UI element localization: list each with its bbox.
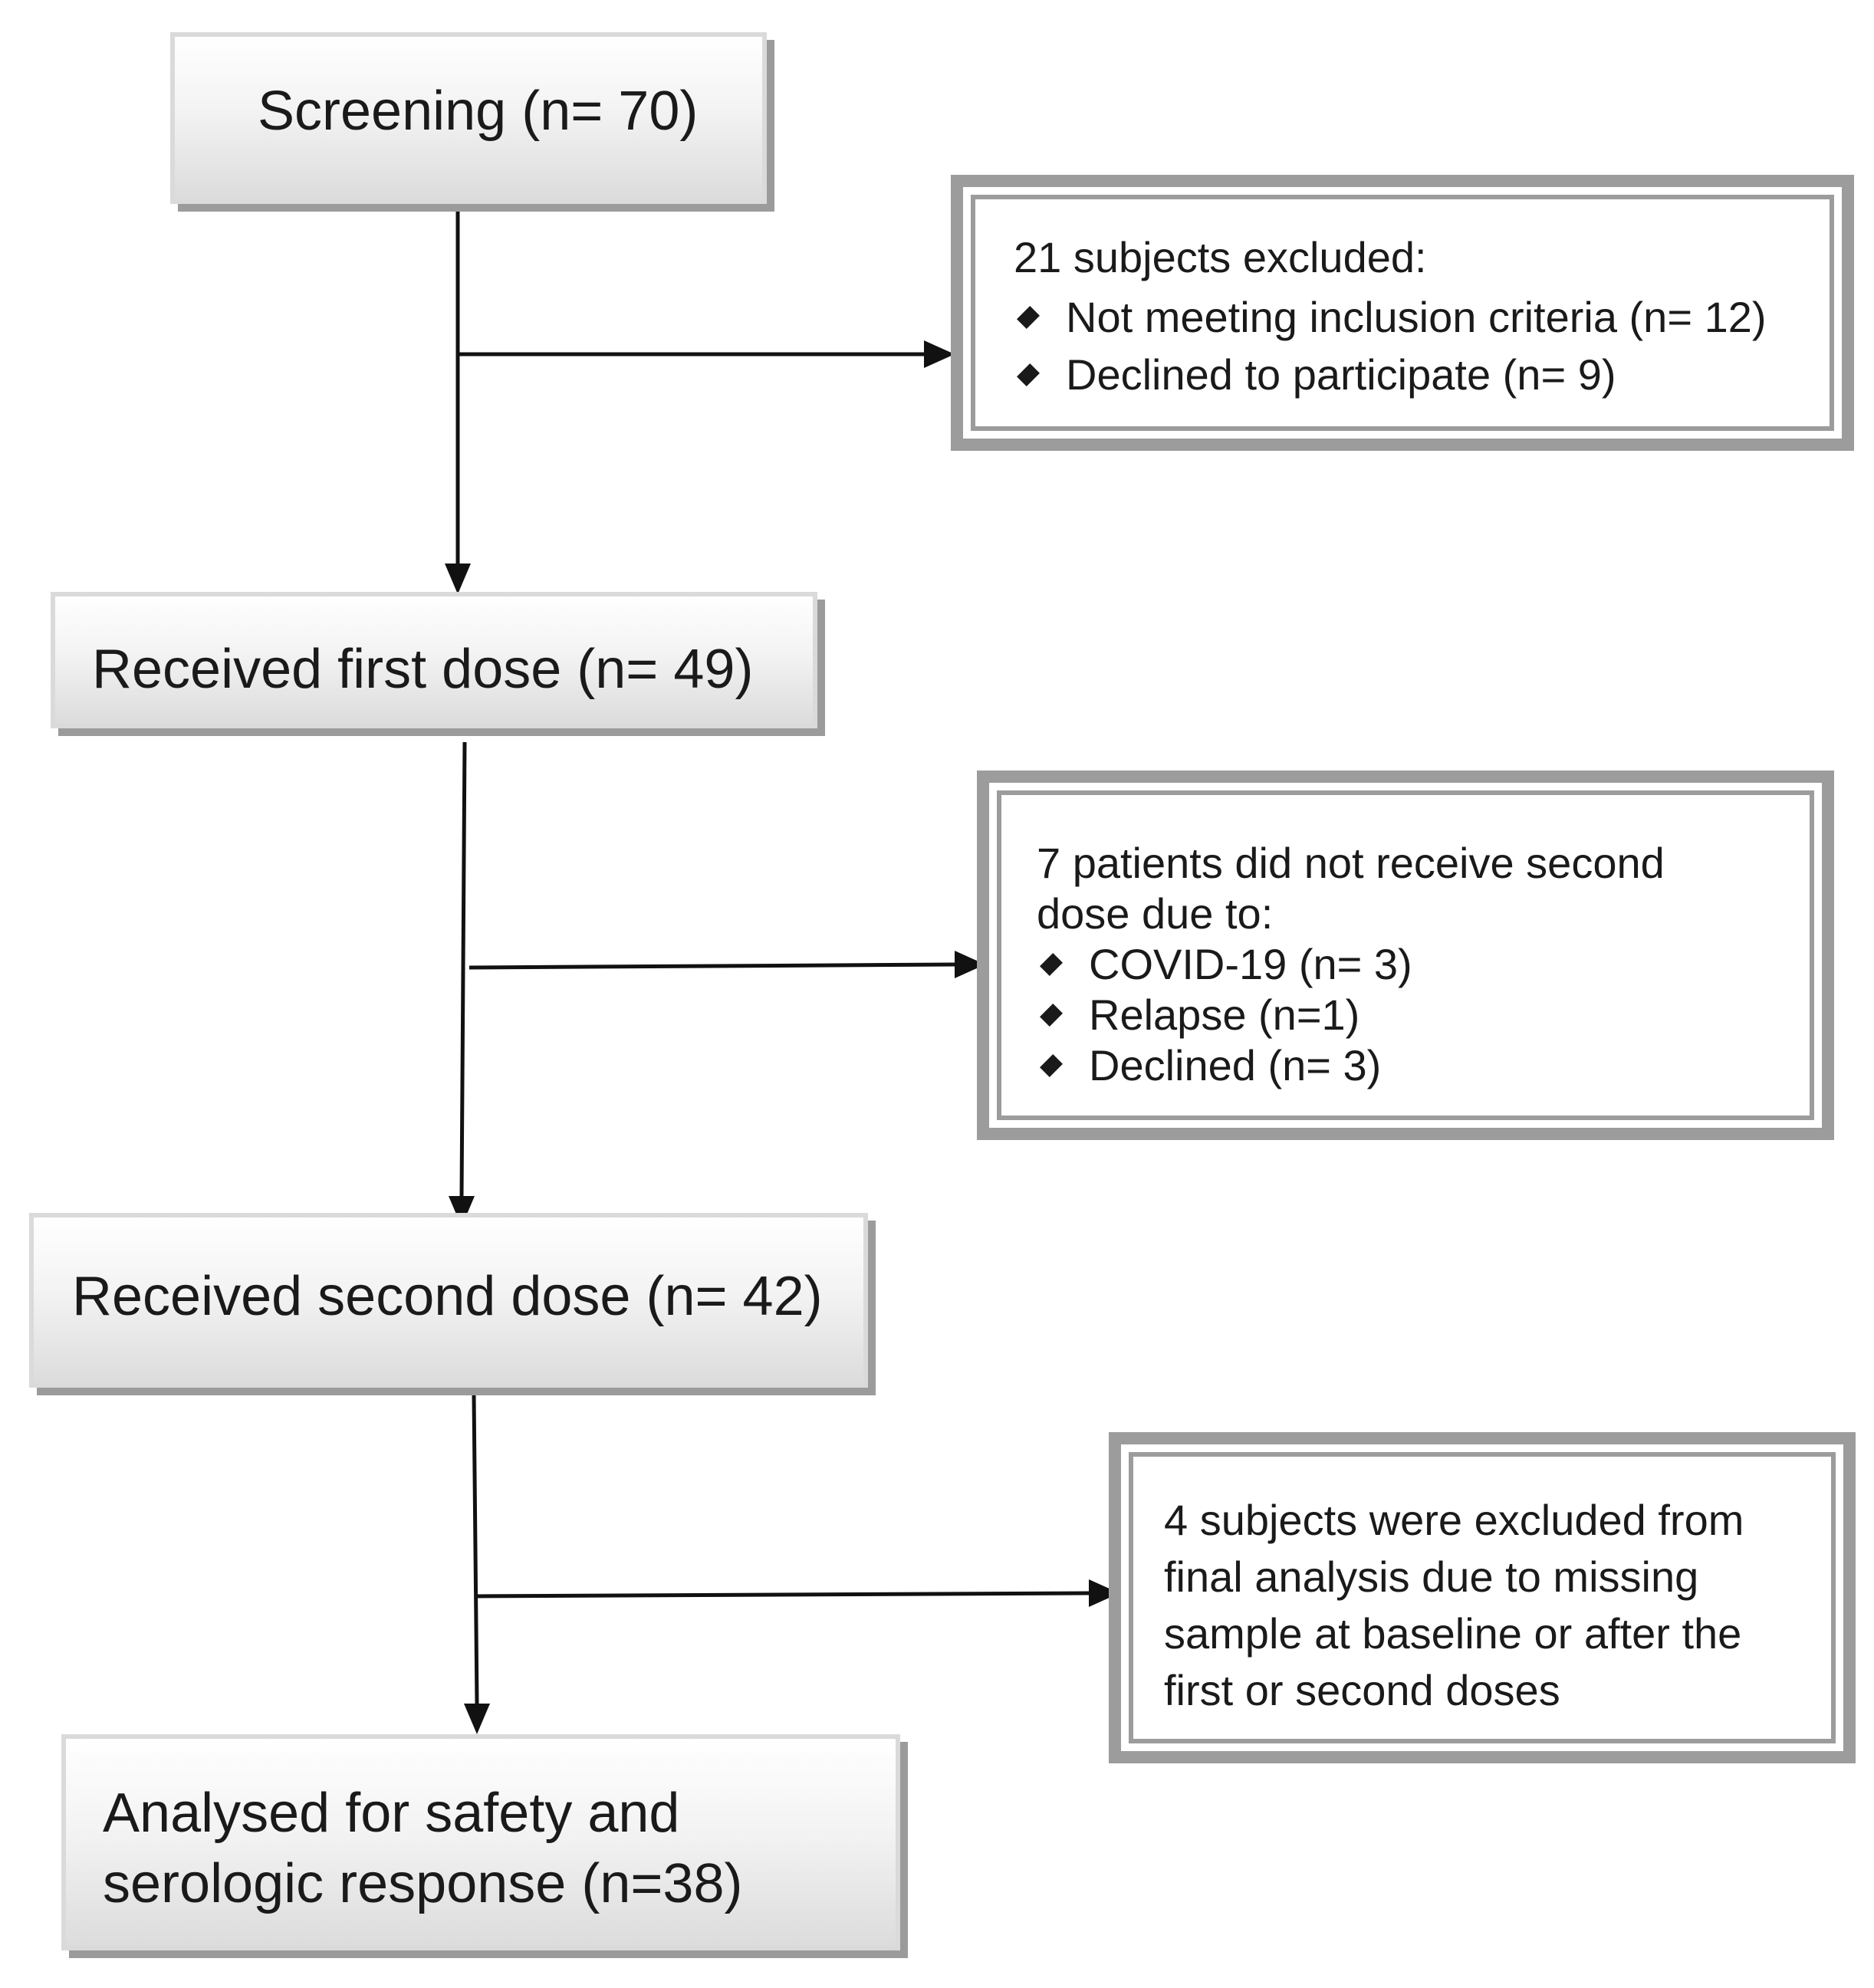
arrowhead-exclusion2 <box>955 951 985 978</box>
exclusion-box-3-content: 4 subjects were excluded from final anal… <box>1164 1492 1744 1719</box>
exclusion-box-2-content: 7 patients did not receive second dose d… <box>1037 838 1665 1091</box>
exclusion-1-item-text: Declined to participate (n= 9) <box>1066 350 1616 399</box>
arrowhead-analysed <box>464 1704 490 1734</box>
screening-box: Screening (n= 70) <box>170 32 767 204</box>
exclusion-2-item-text: Declined (n= 3) <box>1089 1041 1382 1090</box>
exclusion-2-item-text: Relapse (n=1) <box>1089 991 1360 1040</box>
exclusion-3-line: first or second doses <box>1164 1665 1560 1714</box>
exclusion-box-2-inner: 7 patients did not receive second dose d… <box>997 790 1814 1120</box>
arrowhead-exclusion1 <box>924 340 955 368</box>
diamond-bullet-icon <box>1040 1054 1063 1078</box>
exclusion-2-item: Declined (n= 3) <box>1037 1040 1665 1091</box>
connector-to-exclusion2 <box>468 962 955 970</box>
exclusion-box-3-inner: 4 subjects were excluded from final anal… <box>1129 1452 1836 1743</box>
second-dose-label: Received second dose (n= 42) <box>72 1266 823 1327</box>
exclusion-box-1: 21 subjects excluded: Not meeting inclus… <box>951 175 1854 451</box>
exclusion-2-item: Relapse (n=1) <box>1037 990 1665 1040</box>
first-dose-label: Received first dose (n= 49) <box>92 639 754 700</box>
exclusion-1-item: Not meeting inclusion criteria (n= 12) <box>1014 291 1767 343</box>
exclusion-3-line: 4 subjects were excluded from <box>1164 1496 1744 1544</box>
arrowhead-second-dose <box>449 1196 475 1227</box>
diamond-bullet-icon <box>1017 363 1040 386</box>
second-dose-box: Received second dose (n= 42) <box>29 1213 868 1388</box>
exclusion-2-item-text: COVID-19 (n= 3) <box>1089 940 1412 989</box>
exclusion-3-line: final analysis due to missing <box>1164 1552 1699 1601</box>
exclusion-1-item: Declined to participate (n= 9) <box>1014 349 1767 401</box>
connector-to-exclusion3 <box>476 1591 1090 1599</box>
exclusion-1-title: 21 subjects excluded: <box>1014 233 1427 281</box>
exclusion-box-2: 7 patients did not receive second dose d… <box>977 771 1834 1140</box>
diamond-bullet-icon <box>1017 306 1040 330</box>
exclusion-2-item: COVID-19 (n= 3) <box>1037 939 1665 990</box>
connector-first-to-second-dose <box>459 741 467 1197</box>
analysed-label-line1: Analysed for safety and <box>103 1783 680 1844</box>
arrowhead-exclusion3 <box>1089 1579 1119 1607</box>
diamond-bullet-icon <box>1040 953 1063 977</box>
exclusion-3-line: sample at baseline or after the <box>1164 1608 1742 1658</box>
exclusion-box-1-inner: 21 subjects excluded: Not meeting inclus… <box>971 195 1834 431</box>
exclusion-1-item-text: Not meeting inclusion criteria (n= 12) <box>1066 293 1767 342</box>
connector-second-dose-to-analysed <box>472 1395 479 1704</box>
diamond-bullet-icon <box>1040 1004 1063 1027</box>
exclusion-2-title-line1: 7 patients did not receive second <box>1037 839 1665 887</box>
analysed-box: Analysed for safety and serologic respon… <box>61 1734 900 1950</box>
screening-label: Screening (n= 70) <box>258 81 699 142</box>
exclusion-2-title-line2: dose due to: <box>1037 889 1274 938</box>
arrowhead-first-dose <box>445 564 471 594</box>
analysed-label-line2: serologic response (n=38) <box>103 1853 743 1914</box>
first-dose-box: Received first dose (n= 49) <box>51 592 817 728</box>
exclusion-box-3: 4 subjects were excluded from final anal… <box>1109 1432 1856 1763</box>
exclusion-box-1-content: 21 subjects excluded: Not meeting inclus… <box>1014 232 1767 401</box>
